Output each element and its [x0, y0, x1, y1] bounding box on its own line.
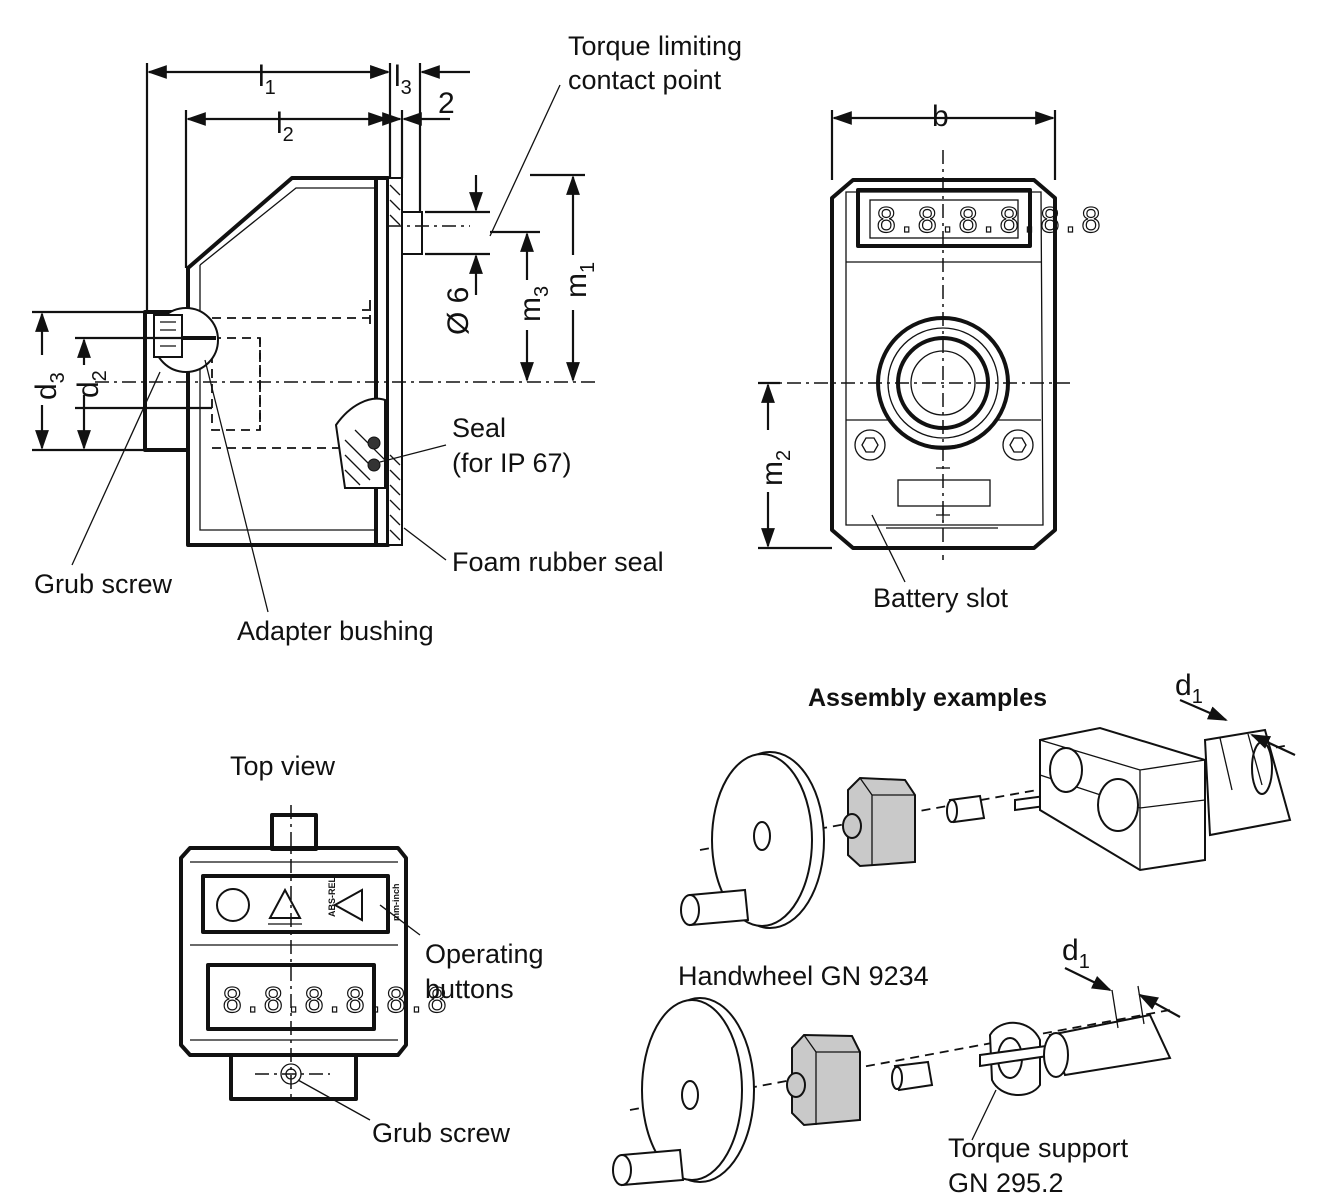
button-abs-rel-triangle[interactable]: [268, 887, 302, 919]
button-circle[interactable]: [216, 888, 250, 922]
label-abs-rel: ABS-REL: [327, 876, 337, 917]
label-foam-rubber-seal: Foam rubber seal: [452, 547, 664, 577]
shaft-2: [1043, 1013, 1172, 1078]
handwheel-1: [680, 751, 825, 929]
dim-m2-sub: 2: [773, 450, 795, 461]
label-mm-inch: mm-inch: [391, 883, 401, 921]
label-top-view: Top view: [230, 751, 336, 781]
svg-text:m1: m1: [560, 262, 599, 298]
dim-m1-sub: 1: [577, 262, 599, 273]
dim-l3-letter: l: [394, 60, 401, 93]
grub-screw: [153, 314, 183, 358]
button-panel: [201, 874, 390, 934]
label-torque-support-code: GN 295.2: [948, 1168, 1064, 1198]
dim-two: 2: [438, 87, 455, 120]
dim-d2-sub: 2: [89, 370, 111, 381]
svg-text:d1: d1: [1175, 669, 1203, 708]
front-battery-slot: [897, 479, 991, 507]
front-display-digits: 8.8.8.8.8.8: [876, 201, 1101, 241]
label-assembly-examples: Assembly examples: [808, 684, 1047, 712]
dim-m1-letter: m: [560, 273, 593, 298]
label-battery-slot: Battery slot: [873, 583, 1009, 613]
dim-l1-letter: l: [258, 60, 265, 93]
svg-text:m2: m2: [756, 450, 795, 486]
svg-text:m3: m3: [514, 286, 553, 322]
top-view-housing: [179, 846, 408, 1057]
top-view-hub: [229, 1053, 358, 1101]
svg-text:l3: l3: [394, 60, 412, 99]
front-display-window: [856, 188, 1032, 248]
handwheel-2: [612, 997, 755, 1187]
front-screw-right: [1002, 429, 1034, 461]
dim-m3-sub: 3: [531, 286, 553, 297]
dim-m2-letter: m: [756, 461, 789, 486]
dim-diameter-6: Ø 6: [442, 287, 475, 335]
label-grub-screw-side: Grub screw: [34, 569, 173, 599]
dim-d3-sub: 3: [47, 372, 69, 383]
dim-d2-letter: d: [72, 381, 105, 398]
front-view: 8.8.8.8.8.8 b m2 Battery slot: [756, 100, 1102, 613]
label-torque-support: Torque support: [948, 1133, 1129, 1163]
label-torque-limiting-1: Torque limiting: [568, 31, 742, 61]
svg-text:d1: d1: [1062, 934, 1090, 973]
top-view: Top view ABS-REL mm-inch 8.8.8.8.8.8 Ope…: [179, 751, 544, 1148]
svg-text:d2: d2: [72, 370, 111, 398]
mounting-block-1: [1039, 726, 1206, 872]
front-view-housing: [830, 178, 1057, 550]
side-view: l1 l3 l2 2 Ø 6 m3 m1 d3: [30, 31, 742, 646]
top-display-digits: 8.8.8.8.8.8: [222, 981, 447, 1021]
foam-rubber-seal-plate: [387, 177, 403, 546]
svg-text:l2: l2: [276, 107, 294, 146]
dim-l2-letter: l: [276, 107, 283, 140]
side-view-housing: [186, 176, 390, 547]
dim-d1-a-sub: 1: [1192, 686, 1203, 708]
front-screw-left: [854, 429, 886, 461]
dim-d1-b-sub: 1: [1079, 951, 1090, 973]
label-grub-screw-top: Grub screw: [372, 1118, 511, 1148]
dim-b: b: [932, 100, 949, 133]
dim-m3-letter: m: [514, 297, 547, 322]
label-torque-limiting-2: contact point: [568, 65, 722, 95]
top-view-pin: [270, 813, 318, 851]
position-indicator-2: [786, 1033, 861, 1127]
svg-text:l1: l1: [258, 60, 276, 99]
svg-text:d3: d3: [30, 372, 69, 400]
assembly-examples: Assembly examples: [612, 669, 1296, 1198]
dim-d1-a-letter: d: [1175, 669, 1192, 702]
label-handwheel: Handwheel GN 9234: [678, 961, 929, 991]
dim-d3-letter: d: [30, 383, 63, 400]
label-seal: Seal: [452, 413, 506, 443]
dim-l3-sub: 3: [401, 77, 412, 99]
dim-l2-sub: 2: [283, 124, 294, 146]
dim-l1-sub: 1: [265, 77, 276, 99]
label-seal-ip67: (for IP 67): [452, 448, 572, 478]
hub: [143, 310, 190, 452]
button-mm-inch-triangle[interactable]: [332, 888, 363, 922]
contact-pin: [401, 211, 423, 255]
dim-d1-b-letter: d: [1062, 934, 1079, 967]
label-buttons: buttons: [425, 974, 514, 1004]
position-indicator-1: [842, 776, 916, 868]
label-operating: Operating: [425, 939, 544, 969]
label-adapter-bushing: Adapter bushing: [237, 616, 434, 646]
